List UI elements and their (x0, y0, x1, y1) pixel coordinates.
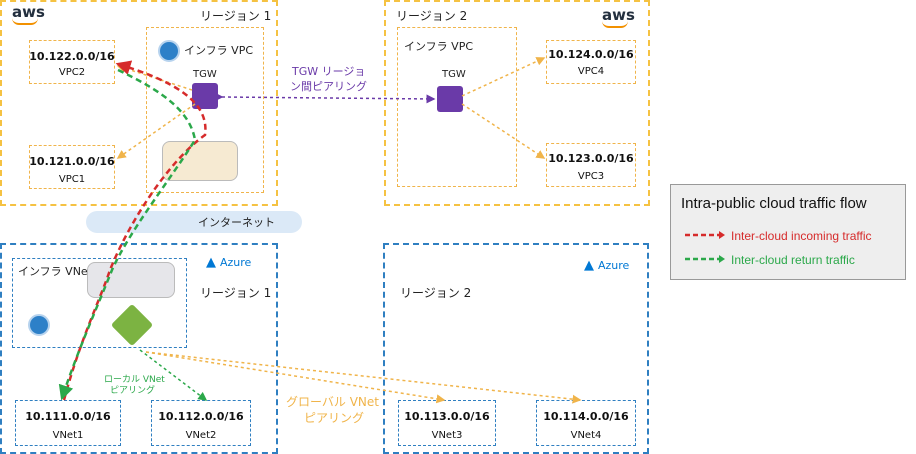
vpc4-cidr: 10.124.0.0/16 (548, 48, 634, 61)
vnet3-name: VNet3 (431, 430, 463, 441)
azure-region-1 (0, 243, 278, 454)
vpc4-box (546, 40, 636, 84)
vnet4-name: VNet4 (570, 430, 602, 441)
azure-logo-2: ▲ Azure (584, 258, 629, 273)
azure-logo-1: ▲ Azure (206, 255, 251, 270)
aws-infra-vpc-2-label: インフラ VPC (404, 40, 474, 53)
azure-icon-2: ▲ (584, 258, 594, 273)
aws-infra-vpc-1-label: インフラ VPC (184, 44, 254, 57)
vnet1-cidr: 10.111.0.0/16 (25, 410, 111, 423)
vpc1-box (29, 145, 115, 189)
internet-cloud (86, 211, 302, 233)
vpc3-cidr: 10.123.0.0/16 (548, 152, 634, 165)
internet-label: インターネット (198, 216, 275, 229)
legend-item-return: Inter-cloud return traffic (731, 253, 855, 267)
legend-item-incoming: Inter-cloud incoming traffic (731, 229, 872, 243)
vpc2-cidr: 10.122.0.0/16 (29, 50, 115, 63)
azure-icon: ▲ (206, 255, 216, 270)
vpc2-name: VPC2 (58, 67, 86, 78)
legend-green-arrow (685, 255, 725, 263)
vnet4-box (536, 400, 636, 446)
vpc3-name: VPC3 (577, 171, 605, 182)
azure-logo-1-text: Azure (220, 256, 252, 269)
vpc2-box (29, 40, 115, 84)
router-group-aws (162, 141, 238, 181)
vnet4-cidr: 10.114.0.0/16 (543, 410, 629, 423)
aws-logo-2-text: aws (602, 6, 635, 24)
tgw-1-label: TGW (193, 69, 217, 80)
aws-logo: aws (12, 3, 45, 25)
aws-logo-text: aws (12, 3, 45, 21)
transit-gateway-1-icon (192, 83, 218, 109)
tgw-peering-label-1: TGW リージョ (292, 65, 366, 78)
azure-region-2-label: リージョン 2 (400, 286, 472, 300)
cloud-router-icon-2 (28, 314, 50, 336)
global-peering-label-1: グローバル VNet (286, 395, 379, 409)
legend-red-arrow (685, 231, 725, 239)
azure-region-2 (383, 243, 649, 454)
local-peering-label-2: ピアリング (110, 386, 156, 396)
vnet1-name: VNet1 (52, 430, 84, 441)
local-peering-label-1: ローカル VNet (104, 375, 165, 385)
vnet2-name: VNet2 (185, 430, 217, 441)
aws-infra-vpc-2 (397, 27, 517, 187)
legend: Intra-public cloud traffic flow Inter-cl… (670, 184, 906, 280)
azure-infra-vnet-label: インフラ VNet (18, 265, 93, 278)
vpc1-name: VPC1 (58, 174, 86, 185)
aws-region-1-label: リージョン 1 (200, 9, 272, 23)
transit-gateway-2-icon (437, 86, 463, 112)
azure-logo-2-text: Azure (598, 259, 630, 272)
aws-infra-vpc-1 (146, 27, 264, 193)
legend-title: Intra-public cloud traffic flow (681, 195, 867, 212)
vnet2-cidr: 10.112.0.0/16 (158, 410, 244, 423)
azure-infra-vnet (12, 258, 187, 348)
tgw-peering-label-2: ン間ピアリング (290, 80, 367, 93)
vnet3-box (398, 400, 496, 446)
vnet1-box (15, 400, 121, 446)
vpc1-cidr: 10.121.0.0/16 (29, 155, 115, 168)
cloud-router-icon (158, 40, 180, 62)
azure-region-1-label: リージョン 1 (200, 286, 272, 300)
aws-logo-2: aws (602, 6, 635, 28)
vpc4-name: VPC4 (577, 66, 605, 77)
vpc3-box (546, 143, 636, 187)
global-peering-label-2: ピアリング (304, 411, 365, 425)
aws-region-2-label: リージョン 2 (396, 9, 468, 23)
vnet3-cidr: 10.113.0.0/16 (404, 410, 490, 423)
tgw-2-label: TGW (442, 69, 466, 80)
